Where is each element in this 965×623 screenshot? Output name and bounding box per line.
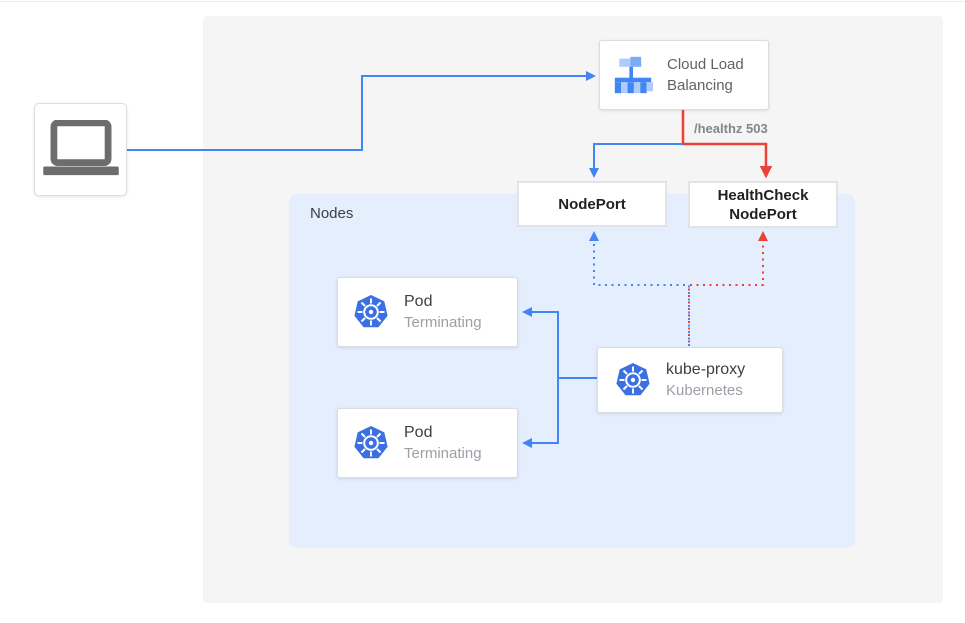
kube-proxy-title: kube-proxy [666,361,746,378]
cloud-load-balancing-node: Cloud Load Balancing [599,40,769,110]
pod-title: Pod [404,293,433,310]
laptop-icon [42,119,119,175]
cloud-load-balancing-label: Cloud Load Balancing [667,56,744,94]
pod-node-1: Pod Terminating [337,277,518,347]
nodeport-label: NodePort [558,195,626,213]
nodes-group-label: Nodes [310,205,354,222]
top-divider [0,1,965,2]
client-node [34,103,127,196]
pod-title: Pod [404,424,433,441]
healthcheck-nodeport-label: HealthCheck NodePort [717,186,809,223]
kubernetes-icon [353,294,389,329]
kube-proxy-node: kube-proxy Kubernetes [597,347,783,413]
pod-status: Terminating [404,445,482,462]
healthz-status-label: /healthz 503 [694,121,768,136]
pod-status: Terminating [404,314,482,331]
kubernetes-icon [615,362,651,397]
healthcheck-nodeport-node: HealthCheck NodePort [688,181,838,228]
kubernetes-icon [353,425,389,460]
load-balancer-icon [614,56,653,94]
pod-node-2: Pod Terminating [337,408,518,478]
kube-proxy-subtitle: Kubernetes [666,382,743,399]
nodeport-node: NodePort [517,181,667,227]
